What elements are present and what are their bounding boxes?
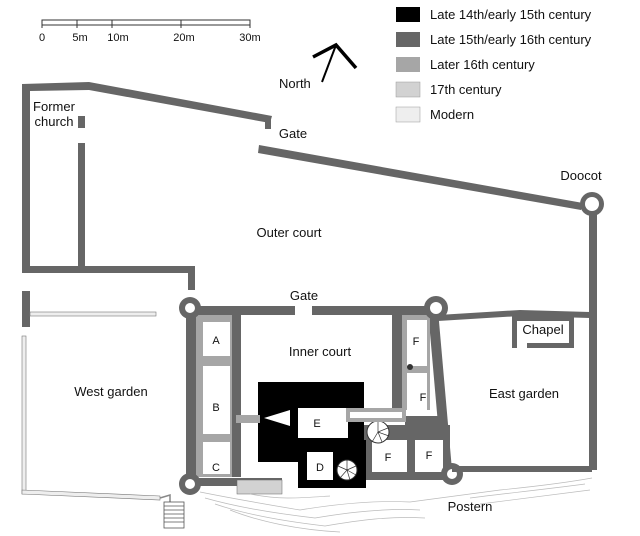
west-garden-south-wall [21, 489, 161, 501]
east-garden-walls [438, 310, 592, 472]
room-f3-label: F [385, 452, 392, 464]
doocot-label: Doocot [560, 168, 602, 183]
east-garden-north-wall [438, 310, 590, 321]
legend-swatch-17th [395, 81, 421, 98]
west-garden-walls [21, 291, 185, 529]
north-curtain-west [192, 306, 295, 315]
room-f1-label: F [413, 336, 420, 348]
room-b-interior [203, 366, 230, 434]
legend-swatch-modern [395, 106, 421, 123]
east-garden-label: East garden [489, 386, 559, 401]
room-f2-interior [407, 373, 427, 417]
legend-swatch-15th [396, 32, 420, 47]
steps [163, 501, 185, 529]
west-link-passage [236, 415, 260, 423]
south-curtain-west [190, 478, 282, 486]
tower-house [236, 382, 406, 488]
room-b-label: B [212, 402, 219, 414]
west-garden-wall-stub [22, 291, 30, 327]
chapel-north-wall [512, 316, 574, 321]
chapel-south-wall [527, 343, 574, 348]
north-wall-west [89, 82, 272, 123]
south-17th-c-structure [236, 479, 283, 495]
postern-label: Postern [448, 499, 493, 514]
legend-label-14th: Late 14th/early 15th century [430, 7, 592, 22]
room-c-label: C [212, 462, 220, 474]
tower-passage [264, 410, 290, 426]
room-d-interior [307, 452, 333, 480]
legend-swatch-16th [396, 57, 420, 72]
west-range-inner-wall [232, 315, 241, 477]
room-f1-interior [407, 320, 427, 366]
chapel-west-wall [512, 316, 517, 348]
inner-court-walls [179, 296, 463, 495]
scale-label-0: 0 [39, 32, 45, 44]
room-f3-interior [372, 440, 407, 472]
outer-gate-label: Gate [279, 126, 307, 141]
inner-gate-label: Gate [290, 288, 318, 303]
chapel-east-wall [569, 316, 574, 348]
former-church-wall [22, 82, 89, 271]
scale-label-10m: 10m [107, 32, 128, 44]
north-arrow-icon [312, 42, 358, 83]
west-garden-north-wall [29, 311, 157, 317]
east-garden-south-wall [452, 466, 592, 472]
former-church-label-line1: Former [33, 99, 76, 114]
legend-label-16th: Later 16th century [430, 57, 535, 72]
outer-court-walls [22, 82, 604, 470]
scale-label-30m: 30m [239, 32, 260, 44]
scale-bar: 0 5m 10m 20m 30m [39, 19, 261, 44]
room-c-interior [203, 442, 230, 474]
north-curtain-east [312, 306, 432, 315]
well-icon [407, 364, 413, 370]
room-f4-label: F [426, 450, 433, 462]
north-wall-east [258, 145, 583, 210]
legend-label-modern: Modern [430, 107, 474, 122]
scale-label-20m: 20m [173, 32, 194, 44]
legend-label-17th: 17th century [430, 82, 502, 97]
doocot-interior [585, 197, 599, 211]
room-f4-interior [415, 440, 443, 472]
church-east-wall-stub [78, 116, 85, 128]
scale-label-5m: 5m [72, 32, 87, 44]
room-e-label: E [313, 418, 320, 430]
room-d-label: D [316, 462, 324, 474]
inner-court-label: Inner court [289, 344, 352, 359]
room-e-interior [298, 408, 348, 438]
scale-bar-frame [41, 19, 251, 26]
north-label: North [279, 76, 311, 91]
former-church-label-line2: church [34, 114, 73, 129]
outer-gate-jamb [265, 117, 271, 129]
room-a-label: A [212, 335, 220, 347]
west-garden-west-wall [21, 335, 27, 495]
chapel-label: Chapel [522, 322, 563, 337]
west-range-outer-wall [186, 310, 196, 480]
room-a-interior [203, 322, 230, 356]
outer-court-south-wall [22, 266, 195, 290]
legend-swatch-14th [396, 7, 420, 22]
east-passage-wall [405, 416, 443, 426]
rock-contours [199, 477, 593, 533]
east-outer-wall [589, 212, 597, 470]
room-f2-label: F [420, 392, 427, 404]
west-garden-label: West garden [74, 384, 147, 399]
legend-label-15th: Late 15th/early 16th century [430, 32, 592, 47]
east-range-west-wall [392, 310, 402, 410]
legend: Late 14th/early 15th century Late 15th/e… [395, 7, 592, 123]
outer-court-label: Outer court [256, 225, 321, 240]
church-east-wall [78, 143, 85, 273]
